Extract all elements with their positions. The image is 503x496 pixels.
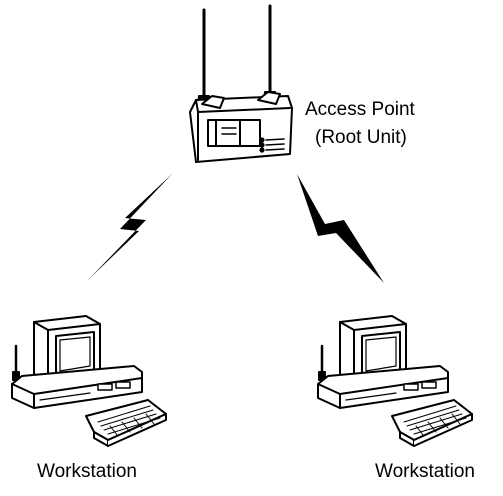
antenna-left (197, 8, 211, 105)
antenna-right (263, 4, 277, 101)
access-point-sublabel: (Root Unit) (315, 127, 407, 148)
workstation-computer-icon (11, 315, 167, 447)
workstation-label-left: Workstation (37, 461, 137, 482)
access-point-icon (189, 4, 293, 163)
keyboard-keys (97, 405, 161, 437)
keyboard-keys (403, 405, 467, 437)
access-point-label: Access Point (305, 99, 415, 120)
workstation-label-right: Workstation (375, 461, 475, 482)
wireless-link-left (88, 174, 172, 280)
workstation-computer-icon (317, 315, 473, 447)
wireless-link-right (297, 174, 384, 283)
